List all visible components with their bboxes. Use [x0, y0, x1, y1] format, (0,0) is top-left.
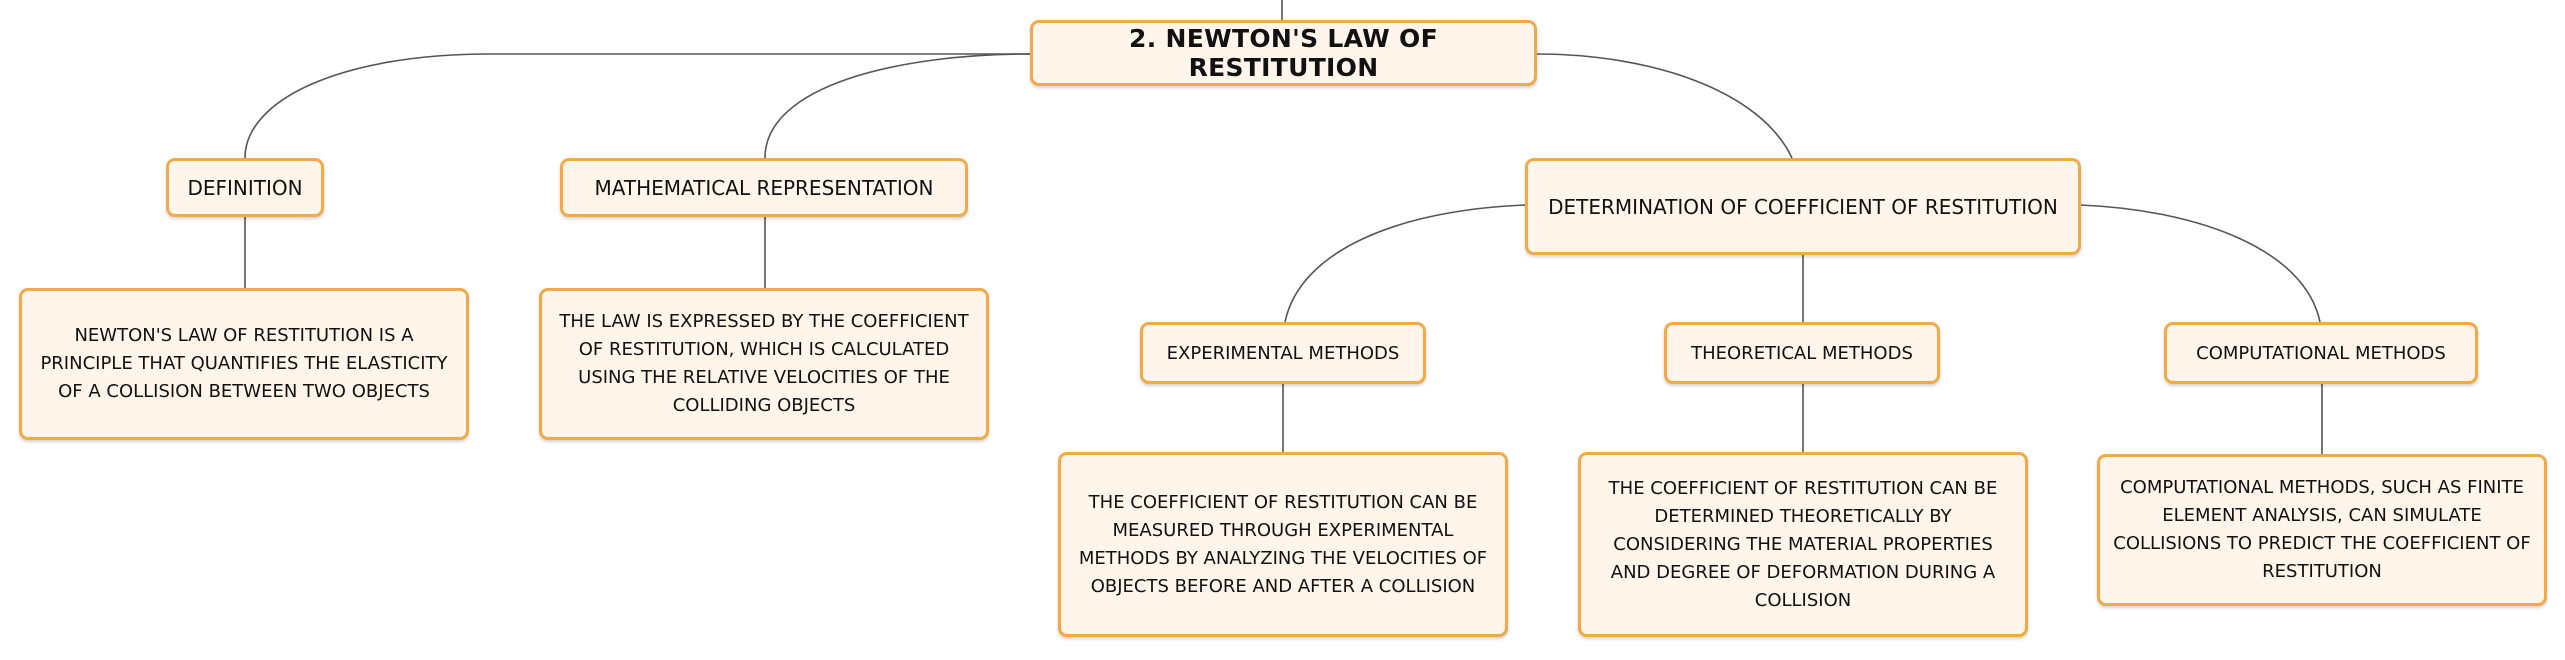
math-detail-text: THE LAW IS EXPRESSED BY THE COEFFICIENT … — [559, 311, 969, 416]
computational-methods-label: COMPUTATIONAL METHODS — [2196, 342, 2446, 364]
definition-label: DEFINITION — [187, 175, 303, 200]
definition-detail-text: NEWTON'S LAW OF RESTITUTION IS A PRINCIP… — [40, 325, 448, 402]
determination-label: DETERMINATION OF COEFFICIENT OF RESTITUT… — [1548, 194, 2058, 219]
computational-detail-node[interactable]: COMPUTATIONAL METHODS, SUCH AS FINITE EL… — [2097, 454, 2547, 606]
theoretical-detail-node[interactable]: THE COEFFICIENT OF RESTITUTION CAN BE DE… — [1578, 452, 2028, 637]
math-detail-node[interactable]: THE LAW IS EXPRESSED BY THE COEFFICIENT … — [539, 288, 989, 440]
connector-determination-to-experimental — [1284, 204, 1526, 323]
root-node[interactable]: 2. NEWTON'S LAW OF RESTITUTION — [1030, 20, 1537, 86]
connector-root-to-determination — [1536, 53, 1793, 159]
connector-root-to-definition — [244, 53, 1030, 159]
experimental-methods-label: EXPERIMENTAL METHODS — [1166, 342, 1400, 364]
experimental-detail-node[interactable]: THE COEFFICIENT OF RESTITUTION CAN BE ME… — [1058, 452, 1508, 637]
theoretical-methods-label: THEORETICAL METHODS — [1691, 342, 1913, 364]
connector-root-to-math — [764, 53, 1031, 159]
experimental-methods-node[interactable]: EXPERIMENTAL METHODS — [1140, 322, 1426, 384]
theoretical-methods-node[interactable]: THEORETICAL METHODS — [1664, 322, 1940, 384]
math-representation-node[interactable]: MATHEMATICAL REPRESENTATION — [560, 158, 968, 217]
computational-detail-text: COMPUTATIONAL METHODS, SUCH AS FINITE EL… — [2113, 477, 2531, 582]
theoretical-detail-text: THE COEFFICIENT OF RESTITUTION CAN BE DE… — [1608, 477, 1998, 611]
definition-node[interactable]: DEFINITION — [166, 158, 324, 217]
experimental-detail-text: THE COEFFICIENT OF RESTITUTION CAN BE ME… — [1078, 491, 1488, 597]
connector-determination-to-computational — [2079, 204, 2321, 323]
math-representation-label: MATHEMATICAL REPRESENTATION — [594, 175, 934, 200]
computational-methods-node[interactable]: COMPUTATIONAL METHODS — [2164, 322, 2478, 384]
definition-detail-node[interactable]: NEWTON'S LAW OF RESTITUTION IS A PRINCIP… — [19, 288, 469, 440]
determination-node[interactable]: DETERMINATION OF COEFFICIENT OF RESTITUT… — [1525, 158, 2081, 255]
root-label: 2. NEWTON'S LAW OF RESTITUTION — [1129, 24, 1438, 82]
